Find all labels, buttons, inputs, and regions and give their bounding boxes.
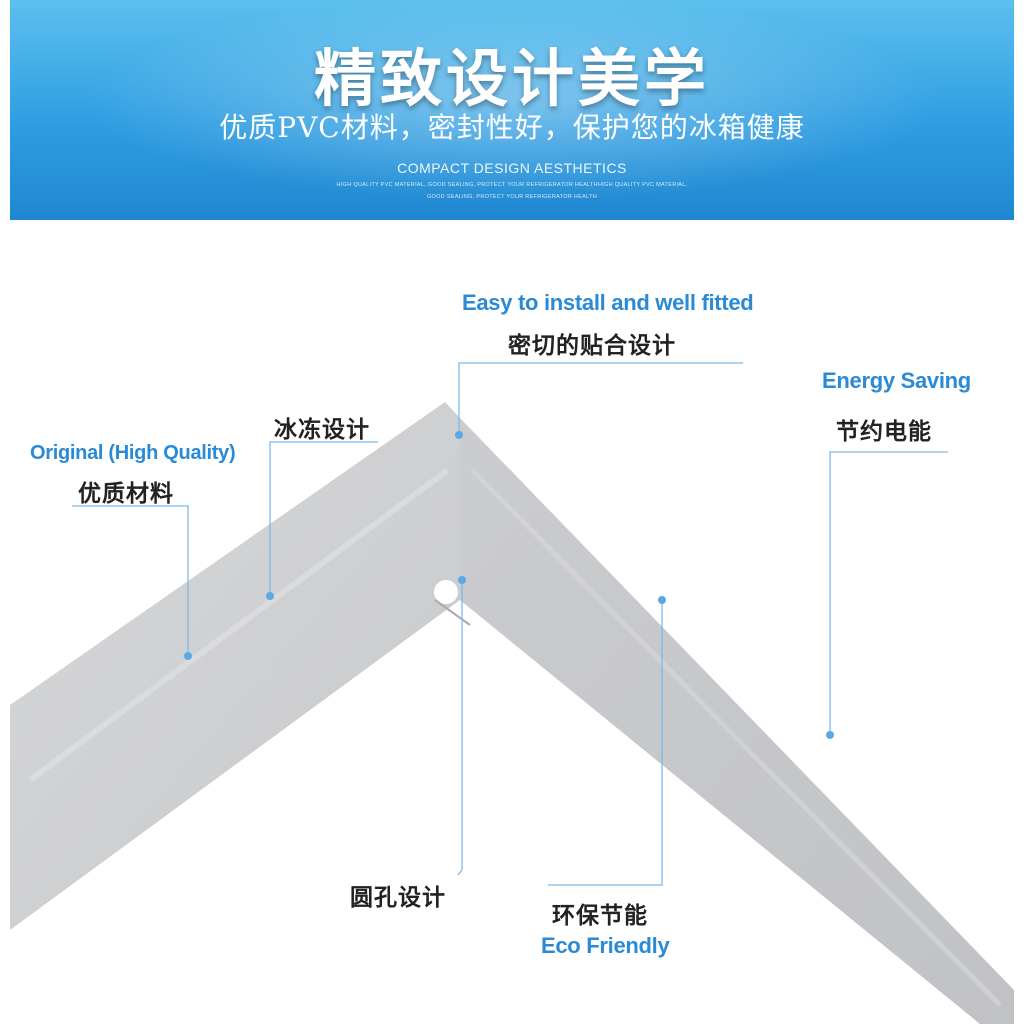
leader-hole (457, 580, 463, 876)
banner-english-title: COMPACT DESIGN AESTHETICS (397, 160, 627, 176)
callout-freeze-cn: 冰冻设计 (274, 417, 370, 443)
banner-title: 精致设计美学 (313, 42, 710, 115)
dot-quality (184, 652, 192, 660)
gasket-ridge-left (28, 467, 450, 783)
gasket-right-arm (460, 418, 1014, 1024)
callout-hole-cn: 圆孔设计 (350, 885, 446, 911)
anchor-dots (184, 431, 834, 739)
callout-fit-en: Easy to install and well fitted (462, 290, 754, 315)
callout-quality-en: Original (High Quality) (30, 442, 236, 464)
dot-hole (458, 576, 466, 584)
gasket-ridge-left-2 (19, 538, 451, 862)
dot-eco (658, 596, 666, 604)
callout-eco-cn: 环保节能 (552, 903, 648, 929)
banner-subtitle: 优质PVC材料，密封性好，保护您的冰箱健康 (219, 111, 805, 144)
dot-fit (455, 431, 463, 439)
leader-freeze (269, 441, 378, 596)
leader-lines (72, 362, 948, 886)
banner-glow (10, 0, 1014, 220)
callout-fit-cn: 密切的贴合设计 (508, 333, 676, 359)
callout-quality-cn: 优质材料 (78, 481, 174, 507)
leader-eco (548, 600, 663, 886)
header-banner: 精致设计美学 优质PVC材料，密封性好，保护您的冰箱健康 COMPACT DES… (10, 0, 1014, 220)
dot-freeze (266, 592, 274, 600)
callout-eco-en: Eco Friendly (541, 933, 670, 958)
callout-energy-en: Energy Saving (822, 368, 971, 393)
banner-english-caption-line2: GOOD SEALING, PROTECT YOUR REFRIGERATOR … (426, 194, 598, 200)
leader-fit (458, 362, 743, 435)
gasket-ridge-right (470, 468, 1002, 1007)
gasket-seam (434, 599, 471, 626)
leader-energy (829, 451, 948, 735)
round-hole (434, 580, 458, 604)
leader-quality (72, 505, 189, 656)
dot-energy (826, 731, 834, 739)
gasket-left-arm (10, 402, 460, 930)
banner-english-caption-line1: HIGH QUALITY PVC MATERIAL, GOOD SEALING,… (336, 182, 688, 188)
callout-energy-cn: 节约电能 (836, 419, 932, 445)
